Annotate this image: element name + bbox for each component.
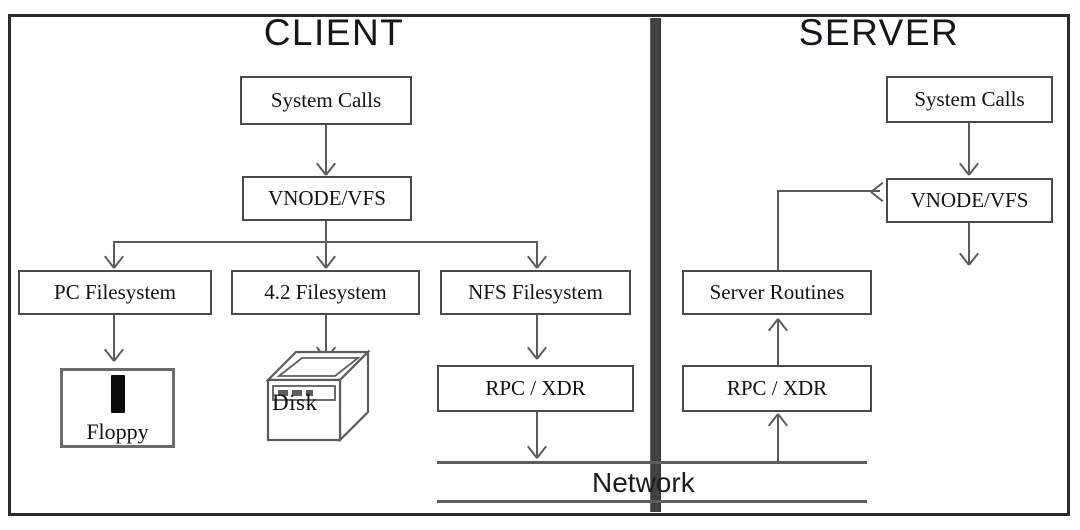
client-rpc-xdr-node: RPC / XDR <box>437 365 634 412</box>
server-vnode-vfs-node: VNODE/VFS <box>886 178 1053 223</box>
disk-3d-icon <box>265 349 371 442</box>
connector-network-to-server-rpc <box>777 415 779 462</box>
network-line-top <box>437 461 867 464</box>
disk-device: Disk <box>262 344 374 442</box>
connector-client-bus-to-nfs-fs <box>536 241 538 266</box>
client-42-filesystem-node: 4.2 Filesystem <box>231 270 420 315</box>
connector-client-syscalls-to-vnode <box>325 125 327 173</box>
connector-pc-fs-to-floppy <box>113 315 115 359</box>
client-server-divider <box>650 18 661 512</box>
server-rpc-xdr-node: RPC / XDR <box>682 365 872 412</box>
connector-server-routines-up <box>777 190 779 270</box>
disk-label: Disk <box>272 390 318 415</box>
floppy-slot-icon <box>111 375 125 413</box>
client-nfs-filesystem-node: NFS Filesystem <box>440 270 631 315</box>
connector-server-rpc-to-routines <box>777 320 779 365</box>
connector-server-vnode-down <box>968 223 970 263</box>
connector-42-fs-to-disk <box>325 315 327 357</box>
connector-server-routines-to-vnode <box>777 190 880 192</box>
client-title: CLIENT <box>263 12 405 53</box>
connector-server-syscalls-to-vnode <box>968 123 970 173</box>
connector-client-rpc-to-network <box>536 412 538 456</box>
network-line-bottom <box>437 500 867 503</box>
floppy-label: Floppy <box>86 419 149 444</box>
floppy-device: Floppy <box>60 368 175 448</box>
client-vnode-vfs-node: VNODE/VFS <box>242 176 412 221</box>
network-label: Network <box>592 467 695 498</box>
client-system-calls-node: System Calls <box>240 76 412 125</box>
server-system-calls-node: System Calls <box>886 76 1053 123</box>
connector-client-bus-to-pc-fs <box>113 241 115 266</box>
server-title: SERVER <box>798 12 960 53</box>
client-pc-filesystem-node: PC Filesystem <box>18 270 212 315</box>
connector-client-bus-to-42-fs <box>325 241 327 266</box>
server-routines-node: Server Routines <box>682 270 872 315</box>
connector-nfs-fs-to-rpc <box>536 315 538 357</box>
connector-client-vnode-drop <box>325 221 327 243</box>
